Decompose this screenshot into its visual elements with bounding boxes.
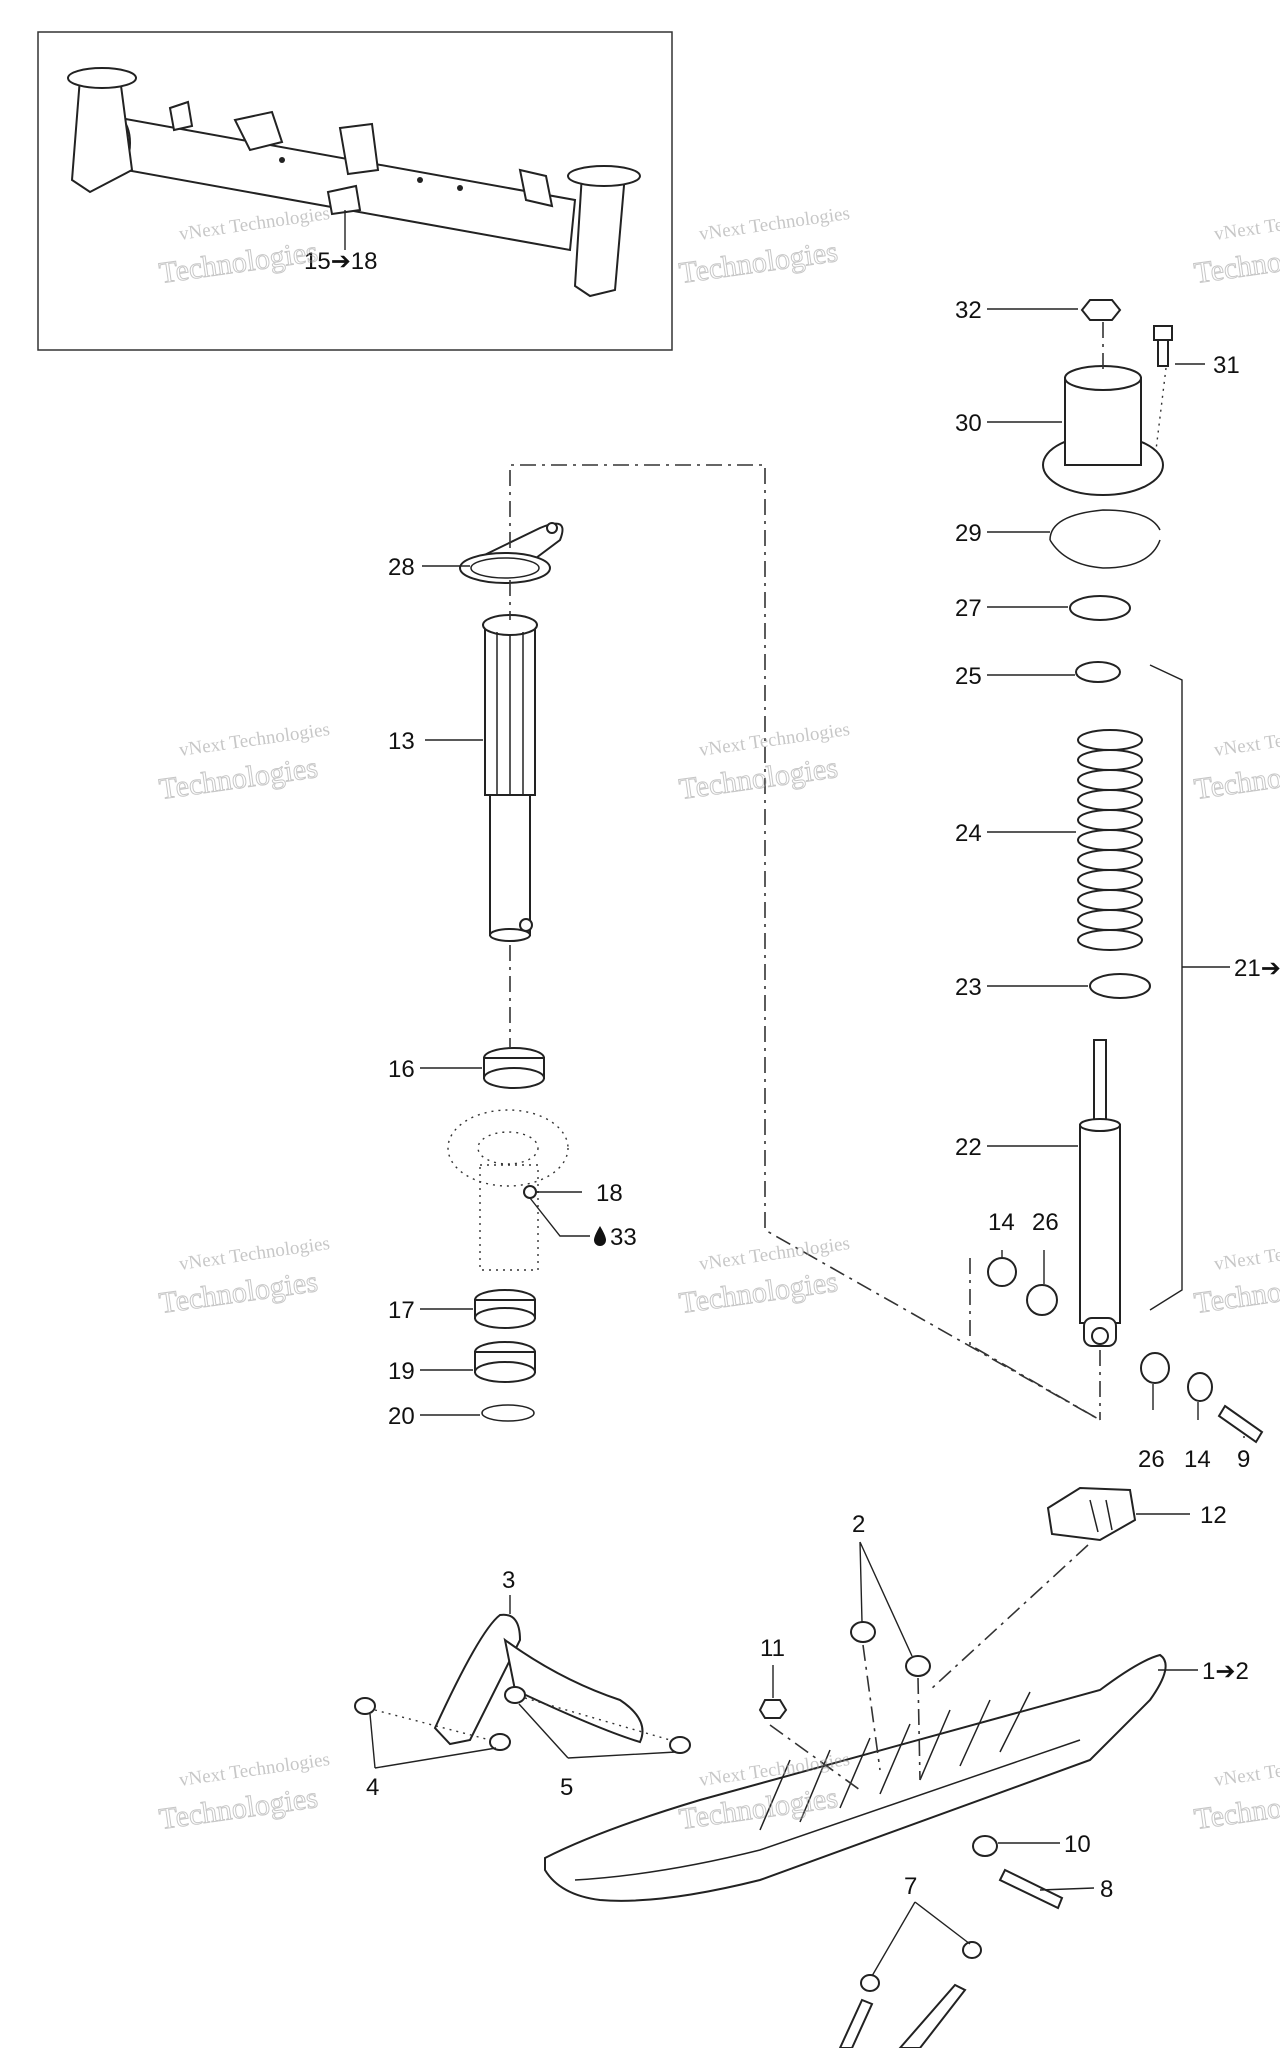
callout-12: 12 — [1200, 1502, 1227, 1529]
svg-text:vNext Technologies: vNext Technologies — [1213, 1749, 1280, 1791]
callout-9: 9 — [1237, 1446, 1250, 1473]
callout-11: 11 — [760, 1635, 785, 1662]
svg-text:vNext Technologies: vNext Technologies — [1213, 719, 1280, 761]
ski-group — [354, 1486, 1167, 2048]
callout-23: 23 — [955, 974, 982, 1001]
callout-33: 33 — [610, 1224, 637, 1251]
callout-21: 21➔ — [1234, 955, 1280, 982]
callout-1-2: 1➔2 — [1202, 1658, 1249, 1685]
callout-3: 3 — [502, 1567, 515, 1594]
watermark: vNext Technologies Technologies — [1192, 1749, 1280, 1837]
callout-20: 20 — [388, 1403, 415, 1430]
callout-19: 19 — [388, 1358, 415, 1385]
callout-22: 22 — [955, 1134, 982, 1161]
svg-text:Technologies: Technologies — [1192, 1781, 1280, 1836]
watermark: vNext Technologies Technologies — [157, 1749, 331, 1837]
shock-group — [969, 299, 1264, 1444]
callout-32: 32 — [955, 297, 982, 324]
frame-assembly-inset: 15➔18 — [37, 31, 673, 351]
callout-29: 29 — [955, 520, 982, 547]
callout-15-18: 15➔18 — [304, 248, 378, 275]
svg-text:Technologies: Technologies — [1192, 1265, 1280, 1320]
callout-14-upper: 14 — [988, 1209, 1015, 1236]
callout-13: 13 — [388, 728, 415, 755]
callout-18: 18 — [596, 1180, 623, 1207]
watermark: vNext Technologies Technologies — [1192, 203, 1280, 291]
callout-14-lower: 14 — [1184, 1446, 1211, 1473]
callout-4: 4 — [366, 1774, 379, 1801]
droplet-icon — [594, 1226, 606, 1246]
callout-27: 27 — [955, 595, 982, 622]
callout-30: 30 — [955, 410, 982, 437]
watermark: vNext Technologies Technologies — [157, 1233, 331, 1321]
watermark: vNext Technologies Technologies — [157, 719, 331, 807]
callouts: 32 31 30 29 28 27 25 13 24 21➔ 23 16 22 … — [366, 297, 1280, 1903]
watermark: vNext Technologies Technologies — [1192, 719, 1280, 807]
callout-2: 2 — [852, 1511, 865, 1538]
svg-text:vNext Technologies: vNext Technologies — [1213, 1233, 1280, 1275]
callout-16: 16 — [388, 1056, 415, 1083]
callout-24: 24 — [955, 820, 982, 847]
callout-26-lower: 26 — [1138, 1446, 1165, 1473]
leader-lines — [369, 308, 1245, 1977]
spindle-group — [447, 522, 569, 1422]
watermark: vNext Technologies Technologies — [677, 719, 851, 807]
svg-text:vNext Technologies: vNext Technologies — [1213, 203, 1280, 245]
callout-26-upper: 26 — [1032, 1209, 1059, 1236]
watermark: vNext Technologies Technologies — [677, 203, 851, 291]
callout-10: 10 — [1064, 1831, 1091, 1858]
callout-17: 17 — [388, 1297, 415, 1324]
callout-8: 8 — [1100, 1876, 1113, 1903]
svg-text:Technologies: Technologies — [1192, 235, 1280, 290]
watermark: vNext Technologies Technologies — [677, 1233, 851, 1321]
callout-28: 28 — [388, 554, 415, 581]
routing-line — [509, 464, 1101, 1421]
callout-31: 31 — [1213, 352, 1240, 379]
watermark: vNext Technologies Technologies — [1192, 1233, 1280, 1321]
callout-25: 25 — [955, 663, 982, 690]
svg-text:Technologies: Technologies — [1192, 751, 1280, 806]
callout-5: 5 — [560, 1774, 573, 1801]
callout-7: 7 — [904, 1873, 917, 1900]
